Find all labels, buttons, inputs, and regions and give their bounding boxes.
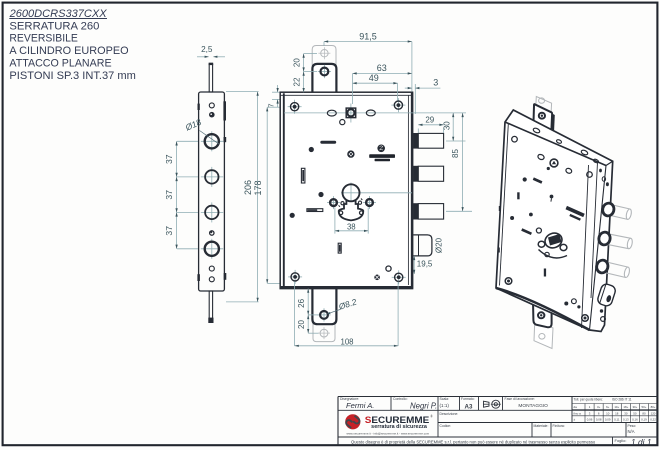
svg-text:Controllo:: Controllo: xyxy=(393,397,408,401)
svg-text:Formato:: Formato: xyxy=(461,397,475,401)
svg-text:fino a: fino a xyxy=(574,411,582,415)
svg-text:Peso:: Peso: xyxy=(628,424,637,428)
svg-text:Descrizione:: Descrizione: xyxy=(440,412,459,416)
svg-text:Codice:: Codice: xyxy=(440,424,452,428)
svg-text:0,06: 0,06 xyxy=(587,418,593,422)
svg-text:1: 1 xyxy=(589,405,591,409)
svg-text:6: 6 xyxy=(598,411,600,415)
svg-text:3: 3 xyxy=(589,411,591,415)
svg-text:SECUREMME: SECUREMME xyxy=(365,414,430,425)
svg-text:30: 30 xyxy=(624,411,628,415)
svg-text:0,11: 0,11 xyxy=(614,418,620,422)
svg-text:Fermi A.: Fermi A. xyxy=(346,401,374,410)
svg-text:Materiale:: Materiale: xyxy=(534,424,549,428)
svg-text:178: 178 xyxy=(253,180,263,195)
svg-text:19,5: 19,5 xyxy=(417,259,433,268)
svg-text:0,13: 0,13 xyxy=(623,418,629,422)
svg-text:6+: 6+ xyxy=(606,405,610,409)
svg-text:1 di 1: 1 di 1 xyxy=(631,437,652,447)
svg-text:20: 20 xyxy=(292,58,301,67)
svg-text:80: 80 xyxy=(642,411,646,415)
svg-text:MONTAGGIO: MONTAGGIO xyxy=(518,403,548,409)
svg-text:0,19: 0,19 xyxy=(641,418,647,422)
svg-text:49: 49 xyxy=(369,73,379,83)
svg-text:26: 26 xyxy=(297,298,306,307)
svg-text:91,5: 91,5 xyxy=(359,32,377,42)
svg-text:50: 50 xyxy=(633,411,637,415)
svg-text:10: 10 xyxy=(606,411,610,415)
svg-text:30+: 30+ xyxy=(632,405,637,409)
svg-text:(1:1): (1:1) xyxy=(440,403,450,408)
svg-text:Foglio:: Foglio: xyxy=(615,438,627,443)
svg-text:Negri P.: Negri P. xyxy=(410,402,437,411)
svg-text:7: 7 xyxy=(266,103,275,107)
svg-text:37: 37 xyxy=(164,154,174,164)
svg-text:18: 18 xyxy=(615,411,619,415)
svg-text:Scala:: Scala: xyxy=(440,397,449,401)
svg-text:0,08: 0,08 xyxy=(596,418,602,422)
svg-text:Questo disegno è di proprietà: Questo disegno è di proprietà della SECU… xyxy=(351,440,596,445)
svg-text:2,5: 2,5 xyxy=(201,45,213,54)
svg-text:ATTACCO PLANARE: ATTACCO PLANARE xyxy=(9,58,111,70)
svg-text:3: 3 xyxy=(433,77,438,87)
svg-text:Ø20: Ø20 xyxy=(434,237,443,253)
svg-text:0,16: 0,16 xyxy=(632,418,638,422)
svg-text:37: 37 xyxy=(164,226,174,236)
svg-text:REVERSIBILE: REVERSIBILE xyxy=(9,33,78,45)
svg-text:80+: 80+ xyxy=(651,405,656,409)
svg-text:206: 206 xyxy=(243,180,253,195)
svg-text:20: 20 xyxy=(297,320,306,329)
svg-text:18+: 18+ xyxy=(623,405,628,409)
svg-text:Finitura:: Finitura: xyxy=(553,424,565,428)
svg-text:30: 30 xyxy=(443,121,452,130)
svg-text:®: ® xyxy=(430,415,433,419)
svg-text:A CILINDRO EUROPEO: A CILINDRO EUROPEO xyxy=(9,45,129,57)
svg-text:N/A: N/A xyxy=(628,429,635,434)
svg-text:50+: 50+ xyxy=(642,405,647,409)
svg-text:108: 108 xyxy=(340,337,353,346)
svg-text:SERRATURA 260: SERRATURA 260 xyxy=(9,20,99,32)
svg-text:PISTONI SP.3 INT.37 mm: PISTONI SP.3 INT.37 mm xyxy=(9,70,136,82)
svg-text:serratura di sicurezza: serratura di sicurezza xyxy=(371,424,427,430)
svg-text:63: 63 xyxy=(377,63,387,73)
svg-text:Toll. per quote libere:: Toll. per quote libere: xyxy=(574,398,604,402)
svg-text:10+: 10+ xyxy=(614,405,619,409)
svg-text:120: 120 xyxy=(651,411,656,415)
svg-text:37: 37 xyxy=(164,190,174,200)
svg-text:Disegnatore:: Disegnatore: xyxy=(340,397,359,401)
svg-text:www.securemme.it - info@secure: www.securemme.it - info@securemme.it - w… xyxy=(347,431,430,435)
svg-text:38: 38 xyxy=(347,222,356,231)
svg-text:Fase di lavorazione:: Fase di lavorazione: xyxy=(505,397,535,401)
svg-text:ISO 286 IT 11: ISO 286 IT 11 xyxy=(612,398,632,402)
svg-text:0,22: 0,22 xyxy=(650,418,656,422)
svg-text:29: 29 xyxy=(425,115,434,124)
svg-text:da: da xyxy=(574,405,578,409)
svg-text:A3: A3 xyxy=(465,403,473,410)
svg-text:2600DCRS337CXX: 2600DCRS337CXX xyxy=(9,8,108,20)
svg-text:±: ± xyxy=(574,418,576,422)
svg-text:0,09: 0,09 xyxy=(605,418,611,422)
svg-text:85: 85 xyxy=(451,149,460,158)
svg-text:3+: 3+ xyxy=(597,405,601,409)
svg-text:22: 22 xyxy=(292,77,301,86)
